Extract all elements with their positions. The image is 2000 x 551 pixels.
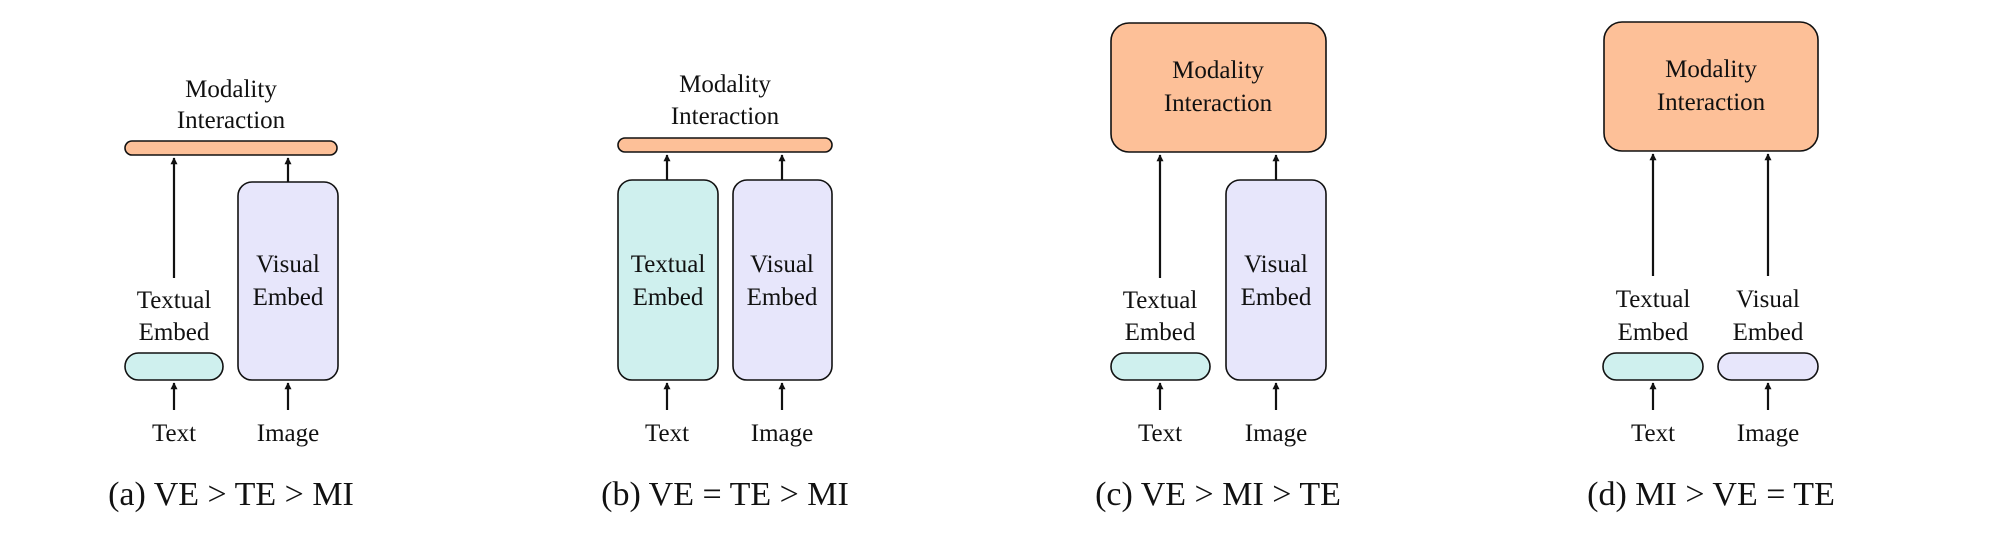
modality-interaction-label-line2: Interaction [1164, 90, 1273, 117]
visual-embed-label-line1: Visual [1244, 251, 1308, 278]
visual-embed-label-line2: Embed [747, 284, 818, 311]
textual-embed-label-line2: Embed [1125, 319, 1196, 346]
panel-caption: (b) VE = TE > MI [601, 476, 849, 513]
visual-embed-box [1225, 179, 1327, 381]
modality-interaction-label-line1: Modality [185, 76, 277, 103]
modality-interaction-label-line1: Modality [679, 71, 771, 98]
panel-a: Modality Interaction Visual Embed Textua… [108, 76, 354, 513]
modality-interaction-box [1603, 21, 1819, 152]
modality-interaction-bar [124, 140, 338, 156]
visual-embed-box [237, 181, 339, 381]
image-input-label: Image [1737, 420, 1799, 447]
visual-embed-pill [1717, 352, 1819, 381]
visual-embed-label-line1: Visual [750, 251, 814, 278]
modality-interaction-label-line2: Interaction [1657, 89, 1766, 116]
modality-interaction-label-line1: Modality [1172, 57, 1264, 84]
visual-embed-label-line2: Embed [253, 284, 324, 311]
modality-interaction-bar [617, 137, 833, 153]
modality-interaction-label-line1: Modality [1665, 56, 1757, 83]
text-input-label: Text [1631, 420, 1675, 447]
panel-b: Modality Interaction Textual Embed Visua… [601, 71, 849, 513]
textual-embed-label-line1: Textual [1616, 286, 1691, 313]
textual-embed-label-line2: Embed [633, 284, 704, 311]
textual-embed-pill [124, 352, 224, 381]
image-input-label: Image [751, 420, 813, 447]
textual-embed-box [617, 179, 719, 381]
textual-embed-label-line1: Textual [1123, 287, 1198, 314]
text-input-label: Text [1138, 420, 1182, 447]
visual-embed-label-line2: Embed [1733, 319, 1804, 346]
textual-embed-label-line2: Embed [139, 319, 210, 346]
text-input-label: Text [645, 420, 689, 447]
textual-embed-label-line1: Textual [137, 287, 212, 314]
textual-embed-label-line2: Embed [1618, 319, 1689, 346]
modality-interaction-box [1110, 22, 1327, 153]
panel-c: Modality Interaction Visual Embed Textua… [1095, 22, 1341, 513]
visual-embed-label-line2: Embed [1241, 284, 1312, 311]
panel-caption: (c) VE > MI > TE [1095, 476, 1341, 513]
panel-d: Modality Interaction Textual Embed Visua… [1587, 21, 1835, 513]
visual-embed-label-line1: Visual [256, 251, 320, 278]
image-input-label: Image [257, 420, 319, 447]
panel-caption: (d) MI > VE = TE [1587, 476, 1835, 513]
modality-interaction-label-line2: Interaction [671, 103, 780, 130]
panel-caption: (a) VE > TE > MI [108, 476, 354, 513]
textual-embed-label-line1: Textual [631, 251, 706, 278]
textual-embed-pill [1110, 352, 1211, 381]
modality-interaction-label-line2: Interaction [177, 107, 286, 134]
visual-embed-label-line1: Visual [1736, 286, 1800, 313]
text-input-label: Text [152, 420, 196, 447]
textual-embed-pill [1602, 352, 1704, 381]
visual-embed-box [732, 179, 833, 381]
image-input-label: Image [1245, 420, 1307, 447]
